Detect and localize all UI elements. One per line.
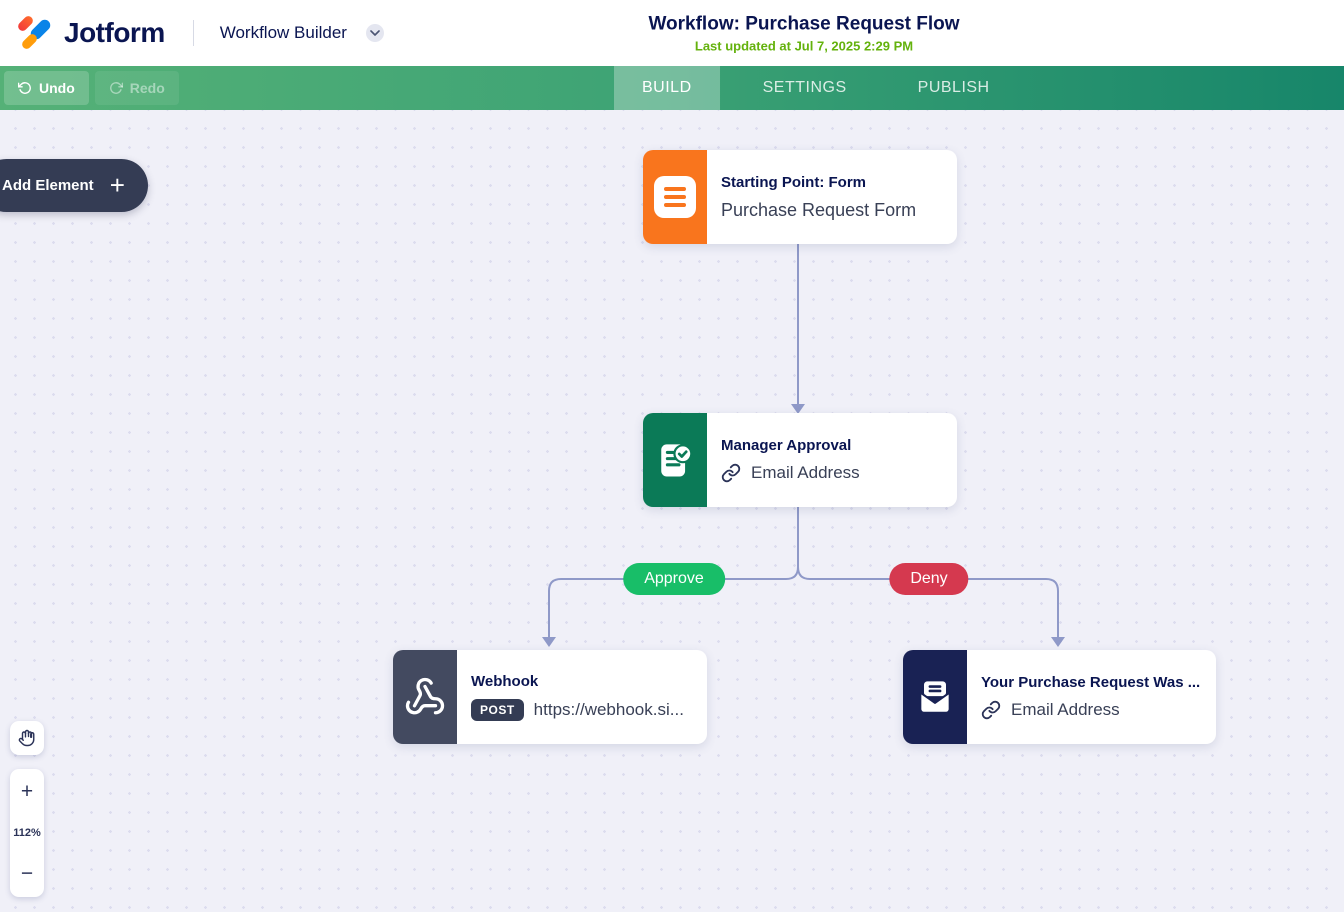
form-icon xyxy=(654,176,696,218)
approval-icon xyxy=(661,444,693,477)
header-divider xyxy=(192,20,194,46)
toolbar-tabs: BUILD SETTINGS PUBLISH xyxy=(614,66,1018,110)
chevron-down-icon xyxy=(370,30,380,36)
redo-icon xyxy=(109,82,123,94)
redo-label: Redo xyxy=(129,80,165,96)
branch-deny-pill[interactable]: Deny xyxy=(889,563,969,595)
product-title: Workflow Builder xyxy=(219,23,347,42)
tab-publish[interactable]: PUBLISH xyxy=(917,79,990,96)
node-title: Manager Approval xyxy=(721,437,852,454)
zoom-in-button[interactable]: + xyxy=(20,780,34,803)
email-icon xyxy=(919,681,951,714)
node-title: Starting Point: Form xyxy=(721,173,866,191)
undo-icon xyxy=(18,82,31,94)
add-element-button[interactable]: Add Element + xyxy=(0,159,148,212)
undo-button[interactable]: Undo xyxy=(4,71,89,105)
build-toolbar: Undo Redo BUILD SETTINGS PUBLISH xyxy=(0,66,1344,110)
node-title: Your Purchase Request Was ... xyxy=(981,674,1201,691)
node-subtitle: Purchase Request Form xyxy=(721,199,917,220)
add-element-label: Add Element xyxy=(2,177,94,194)
zoom-level-label: 112% xyxy=(13,827,41,839)
link-icon xyxy=(981,700,1001,720)
plus-icon: + xyxy=(109,169,125,200)
app-header: Jotform Workflow Builder Workflow: Purch… xyxy=(0,0,1344,66)
tab-settings[interactable]: SETTINGS xyxy=(762,79,847,96)
undo-label: Undo xyxy=(39,80,75,96)
http-method-badge: POST xyxy=(471,699,524,721)
logo-bar-orange xyxy=(20,32,39,51)
zoom-controls: + 112% − xyxy=(10,769,44,897)
node-starting-point-form[interactable]: Starting Point: Form Purchase Request Fo… xyxy=(643,150,957,244)
zoom-out-button[interactable]: − xyxy=(20,862,34,885)
last-updated-text: Last updated at Jul 7, 2025 2:29 PM xyxy=(694,38,914,54)
link-icon xyxy=(721,463,741,483)
recipient-field: Email Address xyxy=(1011,700,1120,719)
assignee-field: Email Address xyxy=(751,463,860,482)
jotform-logo-icon xyxy=(16,13,53,53)
node-manager-approval[interactable]: Manager Approval Email Address xyxy=(643,413,957,507)
redo-button[interactable]: Redo xyxy=(94,71,179,105)
webhook-icon xyxy=(405,677,445,715)
webhook-url: https://webhook.si... xyxy=(533,700,684,719)
hand-icon xyxy=(18,729,35,747)
tab-build[interactable]: BUILD xyxy=(614,66,720,110)
node-webhook[interactable]: Webhook POST https://webhook.si... xyxy=(393,650,707,744)
product-menu-button[interactable] xyxy=(365,24,384,42)
workflow-canvas[interactable]: Add Element + Starting Point: Form Purch… xyxy=(0,110,1344,912)
node-title: Webhook xyxy=(471,673,539,690)
node-email[interactable]: Your Purchase Request Was ... Email Addr… xyxy=(903,650,1216,744)
branch-approve-pill[interactable]: Approve xyxy=(623,563,725,595)
pan-tool-button[interactable] xyxy=(10,721,44,755)
workflow-title: Workflow: Purchase Request Flow xyxy=(648,13,960,35)
brand-wordmark: Jotform xyxy=(64,17,165,48)
